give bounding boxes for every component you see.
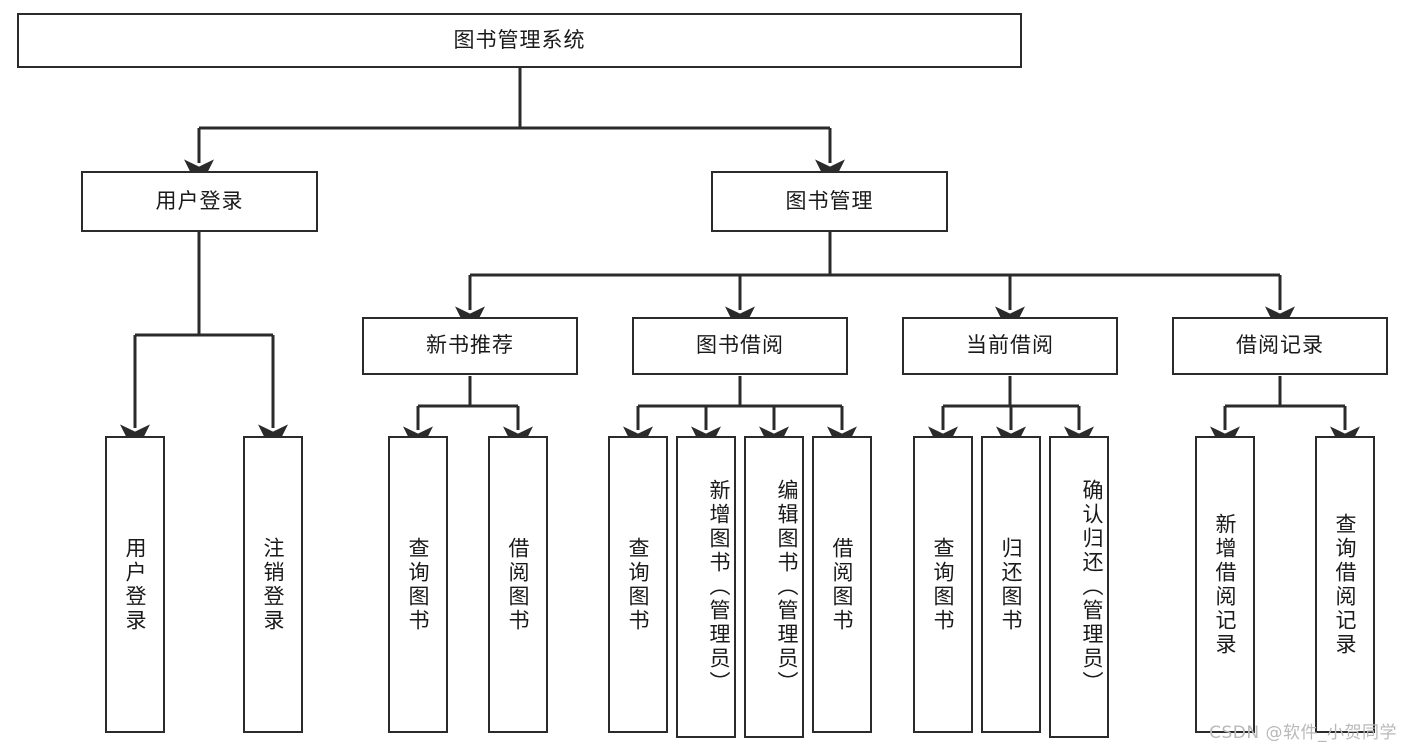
node-label: 新增借阅记录 xyxy=(1213,512,1237,657)
node-borrow-record[interactable]: 借阅记录 xyxy=(1172,317,1388,375)
node-label: 注销登录 xyxy=(261,536,285,633)
leaf-edit-book[interactable]: 编辑图书（管理员） xyxy=(744,436,804,738)
node-label: 确认归还（管理员） xyxy=(1080,479,1104,695)
leaf-query-book-1[interactable]: 查询图书 xyxy=(388,436,448,733)
leaf-add-record[interactable]: 新增借阅记录 xyxy=(1195,436,1255,733)
node-label: 查询图书 xyxy=(626,536,650,633)
node-label: 借阅图书 xyxy=(506,536,530,633)
leaf-borrow-book-2[interactable]: 借阅图书 xyxy=(812,436,872,733)
leaf-user-login[interactable]: 用户登录 xyxy=(105,436,165,733)
node-label: 归还图书 xyxy=(999,536,1023,633)
node-label: 用户登录 xyxy=(123,536,147,633)
leaf-confirm-return[interactable]: 确认归还（管理员） xyxy=(1049,436,1109,738)
leaf-logout-login[interactable]: 注销登录 xyxy=(243,436,303,733)
leaf-add-book[interactable]: 新增图书（管理员） xyxy=(676,436,736,738)
node-root-book-management-system[interactable]: 图书管理系统 xyxy=(17,13,1022,68)
node-label: 查询图书 xyxy=(931,536,955,633)
node-book-borrow[interactable]: 图书借阅 xyxy=(632,317,848,375)
node-label: 查询借阅记录 xyxy=(1333,512,1357,657)
leaf-borrow-book-1[interactable]: 借阅图书 xyxy=(488,436,548,733)
node-label: 借阅图书 xyxy=(830,536,854,633)
node-label: 新书推荐 xyxy=(426,333,514,358)
node-label: 查询图书 xyxy=(406,536,430,633)
leaf-return-book[interactable]: 归还图书 xyxy=(981,436,1041,733)
node-label: 图书管理 xyxy=(785,188,874,213)
node-book-manage[interactable]: 图书管理 xyxy=(711,171,948,232)
watermark: CSDN @软件_小贺同学 xyxy=(1209,723,1397,743)
node-label: 图书借阅 xyxy=(696,333,784,358)
leaf-query-book-2[interactable]: 查询图书 xyxy=(608,436,668,733)
leaf-query-book-3[interactable]: 查询图书 xyxy=(913,436,973,733)
node-label: 图书管理系统 xyxy=(453,27,586,52)
node-user-login[interactable]: 用户登录 xyxy=(81,171,318,232)
node-label: 新增图书（管理员） xyxy=(707,479,731,695)
node-label: 借阅记录 xyxy=(1236,333,1324,358)
node-label: 编辑图书（管理员） xyxy=(775,479,799,695)
leaf-query-record[interactable]: 查询借阅记录 xyxy=(1315,436,1375,733)
node-label: 用户登录 xyxy=(155,188,244,213)
node-new-book-recommend[interactable]: 新书推荐 xyxy=(362,317,578,375)
node-current-borrow[interactable]: 当前借阅 xyxy=(902,317,1118,375)
node-label: 当前借阅 xyxy=(966,333,1054,358)
